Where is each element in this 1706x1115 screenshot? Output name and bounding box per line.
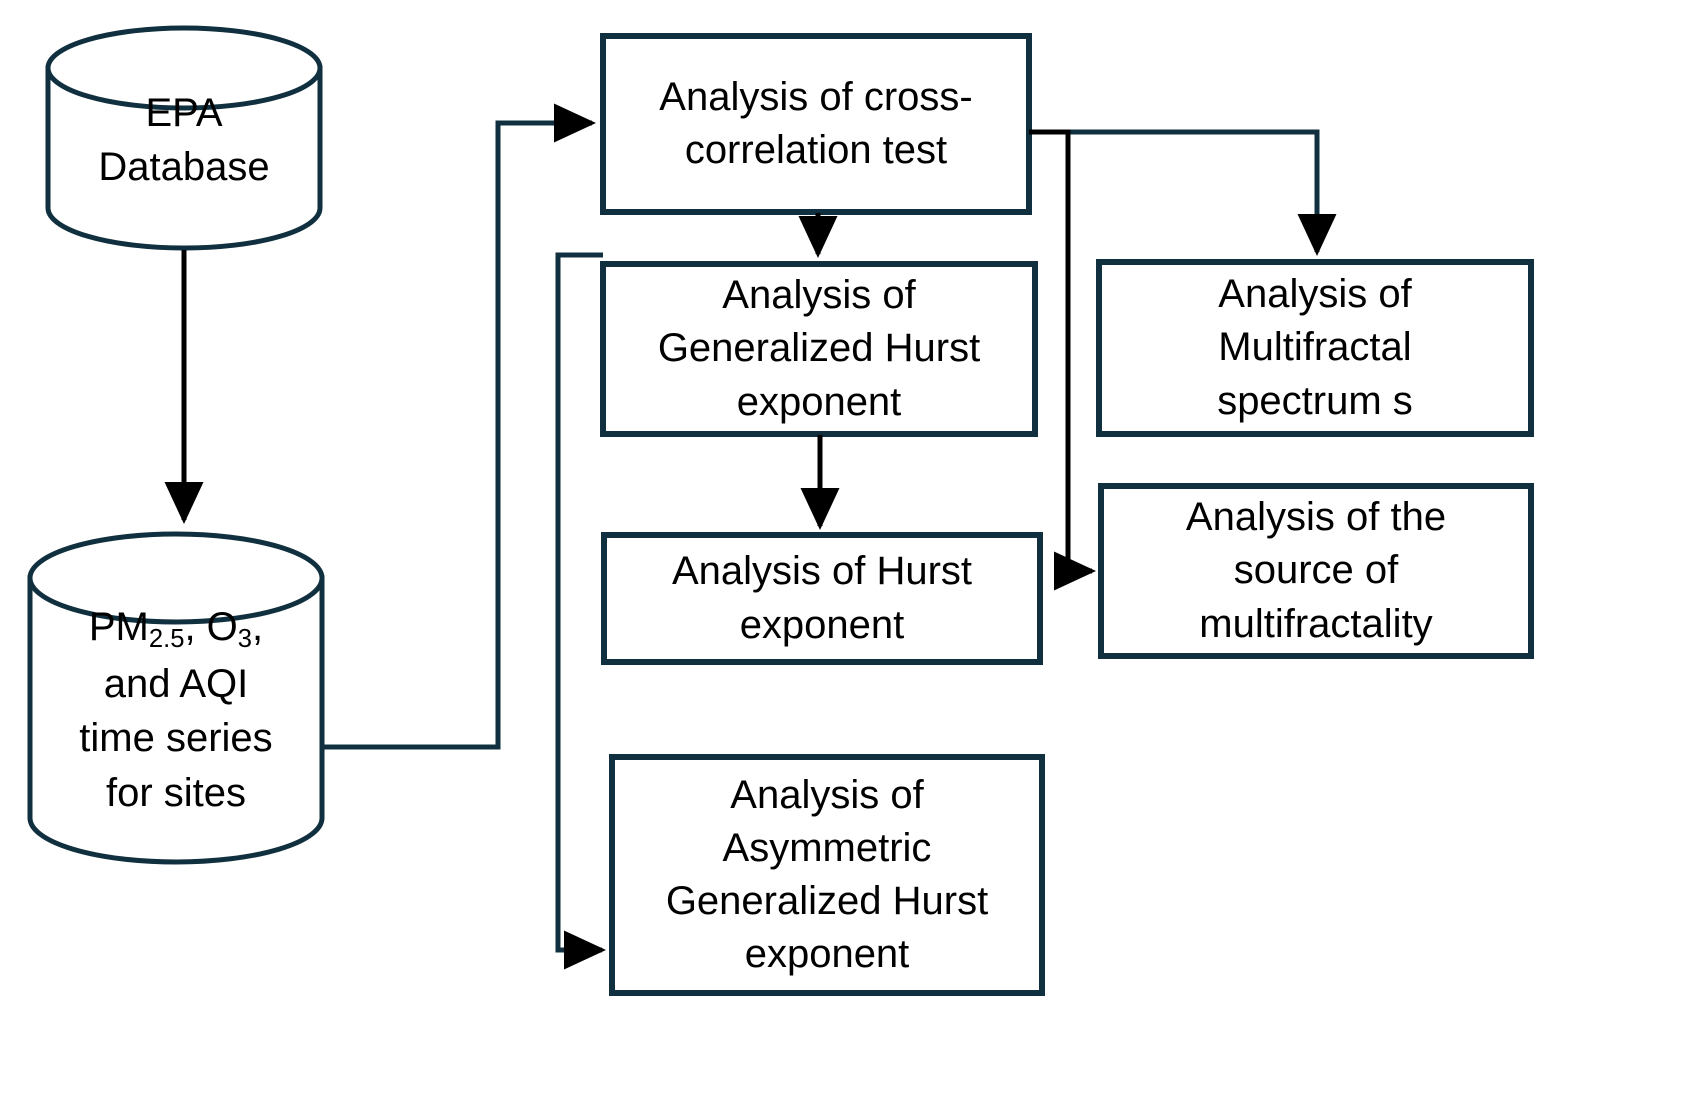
node-epa-database	[45, 25, 323, 251]
node-hurst-exponent	[601, 532, 1043, 665]
edge-cross-correlation-to-asymmetric-generalized-hurst	[555, 252, 607, 970]
node-source-of-multifractality	[1098, 483, 1534, 659]
edge-cross-correlation-to-source-of-multifractality	[1029, 129, 1097, 591]
edge-timeseries-to-cross-correlation	[322, 103, 597, 750]
node-timeseries-database	[27, 531, 325, 865]
node-asymmetric-generalized-hurst-exponent	[609, 754, 1045, 996]
edge-cross-correlation-to-multifractal-spectrum	[1029, 129, 1337, 257]
node-cross-correlation-test	[600, 33, 1032, 215]
node-multifractal-spectrum	[1096, 259, 1534, 437]
node-generalized-hurst-exponent	[600, 261, 1038, 437]
